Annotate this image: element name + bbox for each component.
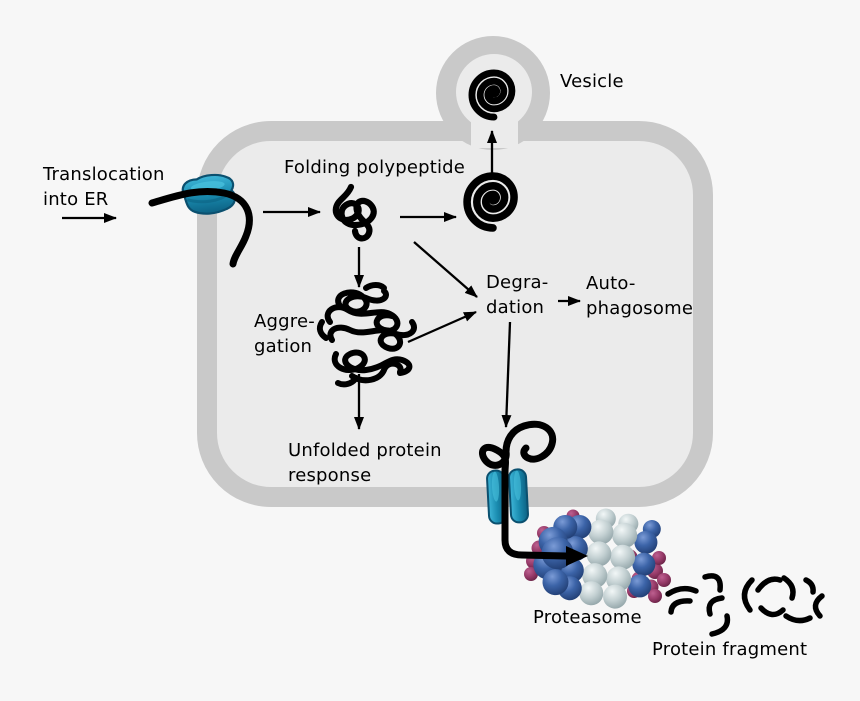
protein-fragment-label: Protein fragment — [652, 639, 808, 660]
proteasome-icon — [533, 508, 661, 609]
retrotranslocated-protein-icon — [479, 420, 557, 476]
arrow-aggregation-to-degradation — [407, 310, 477, 344]
pathway-arrows — [62, 130, 581, 430]
proteasome-feed-arrowhead — [566, 546, 588, 566]
proteasome-label: Proteasome — [533, 607, 642, 628]
vesicle-label: Vesicle — [560, 71, 624, 92]
translocation-label: Translocation into ER — [43, 164, 165, 210]
degradation-label: Degra- dation — [486, 272, 549, 318]
autophagosome-label: Auto- phagosome — [586, 273, 694, 319]
aggregation-label: Aggre- gation — [254, 311, 315, 357]
proteasome-feed-strand — [501, 466, 570, 560]
folding-intermediate-icon — [332, 183, 377, 242]
unfolded-protein-response-label: Unfolded protein response — [288, 440, 442, 486]
protein-fragments-icon — [665, 573, 825, 637]
retrotranslocation-channel-icon — [486, 468, 529, 525]
aggregate-icon — [316, 282, 417, 388]
folding-polypeptide-label: Folding polypeptide — [284, 157, 466, 178]
arrow-degradation-down — [501, 321, 512, 428]
entering-polypeptide-icon — [148, 187, 253, 268]
arrow-folding-to-degradation — [413, 241, 478, 298]
polypeptide-strands — [148, 183, 570, 560]
